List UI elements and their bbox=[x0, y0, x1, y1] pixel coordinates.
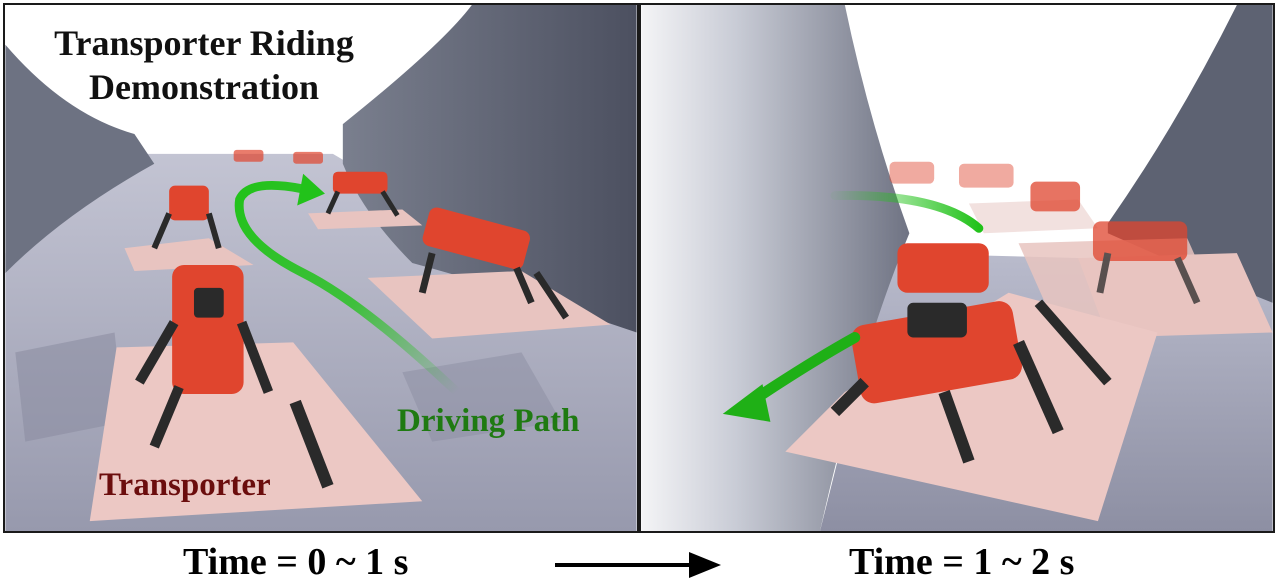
left-wall bbox=[5, 44, 155, 273]
robot bbox=[151, 185, 222, 250]
time-arrow-icon bbox=[555, 552, 721, 578]
shadow bbox=[15, 332, 125, 442]
robot bbox=[889, 161, 1014, 188]
robot bbox=[418, 207, 570, 320]
time-caption-right: Time = 1 ~ 2 s bbox=[849, 541, 1075, 583]
demo-title: Transporter Riding Demonstration bbox=[19, 21, 389, 109]
arrow-head bbox=[722, 384, 771, 422]
left-scene-illustration bbox=[5, 5, 637, 531]
transporter-platform bbox=[89, 342, 423, 522]
title-line-2: Demonstration bbox=[89, 67, 319, 107]
title-line-1: Transporter Riding bbox=[54, 23, 354, 63]
driving-path-trail bbox=[830, 190, 984, 233]
transporter-label: Transporter bbox=[99, 467, 271, 503]
platform bbox=[308, 209, 423, 230]
robot bbox=[325, 171, 400, 217]
robot bbox=[233, 149, 323, 164]
platform bbox=[367, 270, 611, 339]
driving-path-label: Driving Path bbox=[397, 403, 580, 439]
robot bbox=[1030, 181, 1201, 305]
right-wall bbox=[342, 5, 637, 333]
robot bbox=[135, 265, 334, 489]
transporter-platform bbox=[785, 292, 1158, 522]
right-scene-panel bbox=[639, 3, 1275, 533]
platform bbox=[1078, 253, 1273, 338]
driving-path-arrow bbox=[234, 180, 462, 397]
time-caption-left: Time = 0 ~ 1 s bbox=[183, 541, 409, 583]
arrow-head bbox=[297, 173, 325, 206]
right-scene-illustration bbox=[641, 5, 1273, 531]
left-scene-panel: Transporter Riding Demonstration Driving… bbox=[3, 3, 639, 533]
robot bbox=[830, 243, 1112, 464]
